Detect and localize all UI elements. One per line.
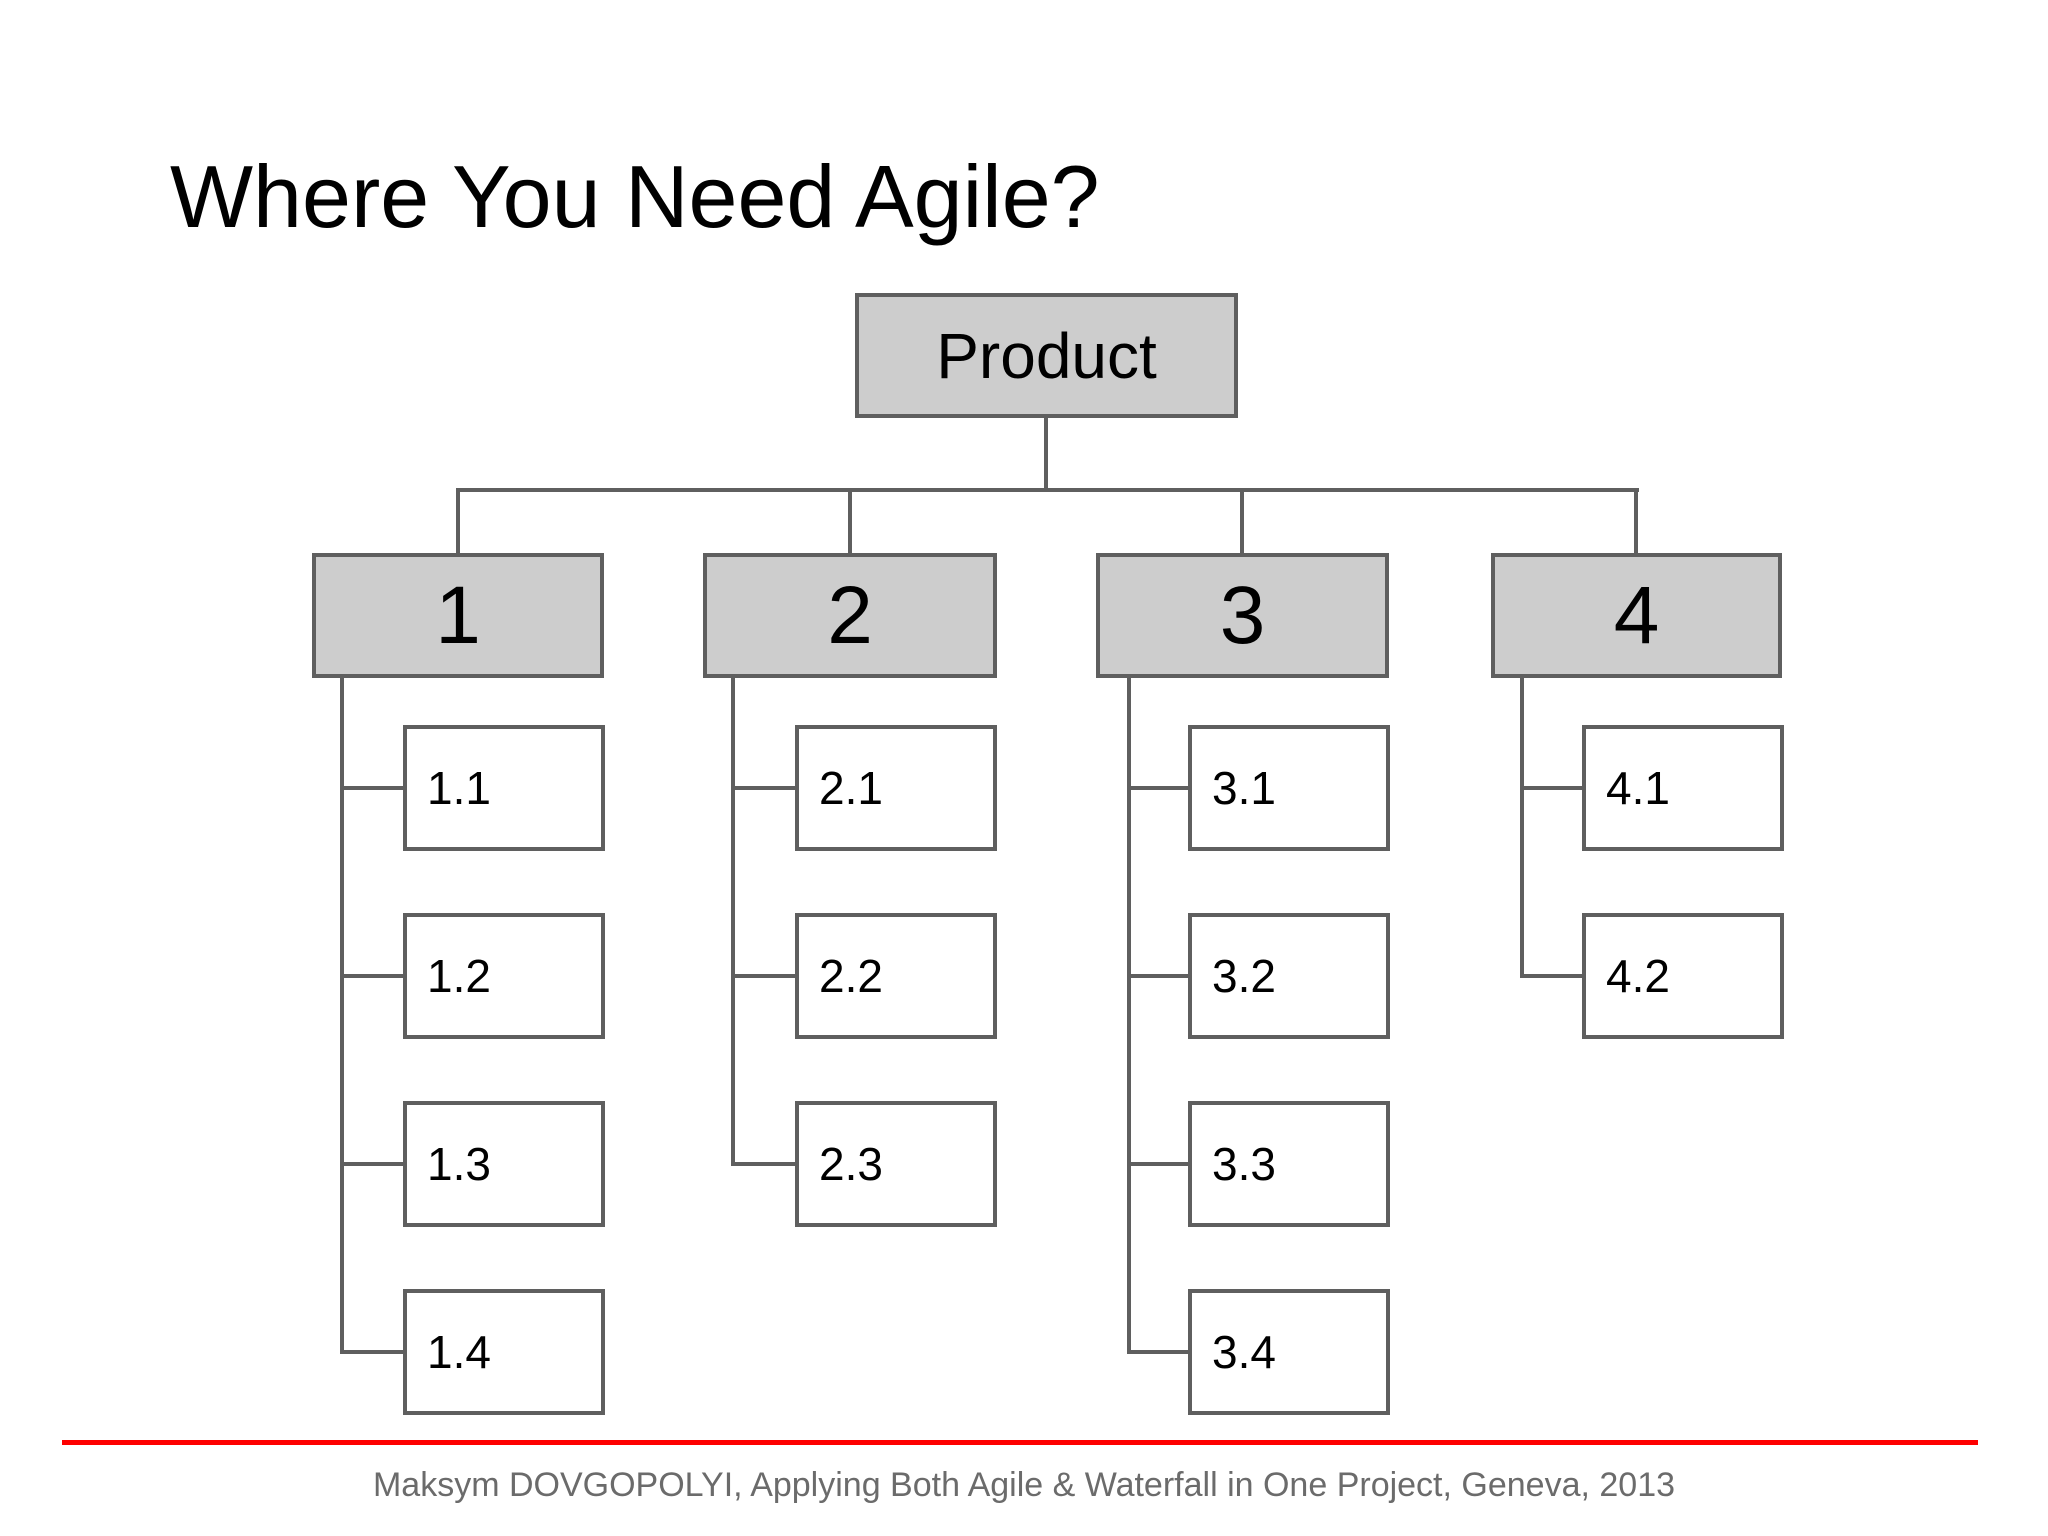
node-2-3: 2.3 [795,1101,997,1227]
connector-spine-1 [340,676,344,1354]
connector-stub-2-3 [731,1162,797,1166]
node-3-2-label: 3.2 [1212,950,1276,1002]
connector-stub-2-1 [731,786,797,790]
connector-drop-2 [848,488,852,555]
node-4: 4 [1491,553,1782,678]
node-1-1: 1.1 [403,725,605,851]
connector-stub-1-3 [340,1162,405,1166]
node-1-1-label: 1.1 [427,762,491,814]
node-4-2-label: 4.2 [1606,950,1670,1002]
connector-spine-2 [731,676,735,1166]
connector-spine-3 [1127,676,1131,1354]
connector-stub-4-2 [1520,974,1584,978]
connector-stub-4-1 [1520,786,1584,790]
node-1-label: 1 [435,569,481,661]
node-2-2-label: 2.2 [819,950,883,1002]
node-3-3: 3.3 [1188,1101,1390,1227]
node-4-label: 4 [1613,569,1660,661]
connector-stub-3-3 [1127,1162,1190,1166]
node-3-3-label: 3.3 [1212,1138,1276,1190]
node-product-label: Product [936,319,1157,392]
node-3-1: 3.1 [1188,725,1390,851]
connector-drop-1 [456,488,460,555]
node-3-1-label: 3.1 [1212,762,1276,814]
node-1-3: 1.3 [403,1101,605,1227]
connector-stub-3-1 [1127,786,1190,790]
connector-stub-1-2 [340,974,405,978]
node-2-2: 2.2 [795,913,997,1039]
node-3-label: 3 [1219,569,1266,661]
node-2: 2 [703,553,997,678]
connector-stub-3-4 [1127,1350,1190,1354]
connector-stub-1-4 [340,1350,405,1354]
connector-main-hline [456,488,1639,492]
node-3-4: 3.4 [1188,1289,1390,1415]
connector-stub-1-1 [340,786,405,790]
connector-root-drop [1044,417,1048,488]
node-2-1-label: 2.1 [819,762,883,814]
slide-title: Where You Need Agile? [170,147,1100,246]
node-3: 3 [1096,553,1389,678]
node-1-4-label: 1.4 [427,1326,491,1378]
footer-divider-line [62,1440,1978,1445]
connector-stub-3-2 [1127,974,1190,978]
connector-drop-3 [1240,488,1244,555]
connector-spine-4 [1520,676,1524,978]
node-1-2: 1.2 [403,913,605,1039]
connector-drop-4 [1634,488,1638,555]
footer-credit: Maksym DOVGOPOLYI, Applying Both Agile &… [372,1466,1676,1504]
node-2-3-label: 2.3 [819,1138,883,1190]
node-1-2-label: 1.2 [427,950,491,1002]
node-1-4: 1.4 [403,1289,605,1415]
node-3-4-label: 3.4 [1212,1326,1276,1378]
node-1-3-label: 1.3 [427,1138,491,1190]
connector-stub-2-2 [731,974,797,978]
node-4-2: 4.2 [1582,913,1784,1039]
node-2-1: 2.1 [795,725,997,851]
node-4-1-label: 4.1 [1606,762,1670,814]
node-4-1: 4.1 [1582,725,1784,851]
node-product: Product [855,293,1238,418]
node-3-2: 3.2 [1188,913,1390,1039]
node-1: 1 [312,553,604,678]
node-2-label: 2 [827,569,873,661]
